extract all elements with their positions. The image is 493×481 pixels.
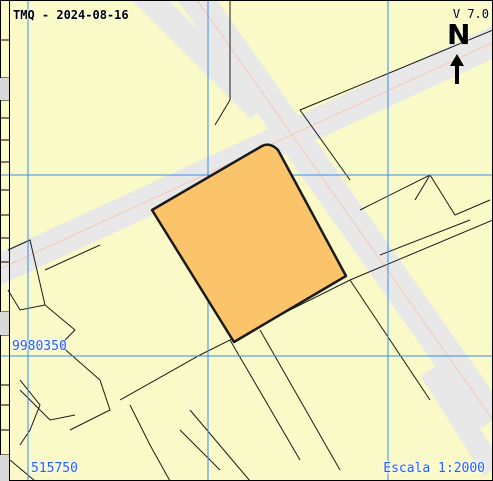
- north-arrow-icon: N: [444, 20, 476, 90]
- side-panel-edge: [0, 0, 10, 481]
- selected-parcel[interactable]: [150, 143, 348, 344]
- grid-label-northing: 9980350: [12, 339, 67, 354]
- parcel-lines: [7, 0, 493, 481]
- north-label: N: [447, 18, 471, 51]
- scale-label: Escala 1:2000: [383, 461, 485, 476]
- map-title: TMQ - 2024-08-16: [13, 8, 129, 22]
- version-label: V 7.0: [452, 7, 489, 21]
- grid-label-easting: 515750: [31, 461, 78, 476]
- side-panel-shading: [0, 78, 9, 481]
- north-arrow-shape: [450, 54, 464, 84]
- road-upper-left: [131, 0, 270, 120]
- road-bottom-right: [420, 364, 493, 476]
